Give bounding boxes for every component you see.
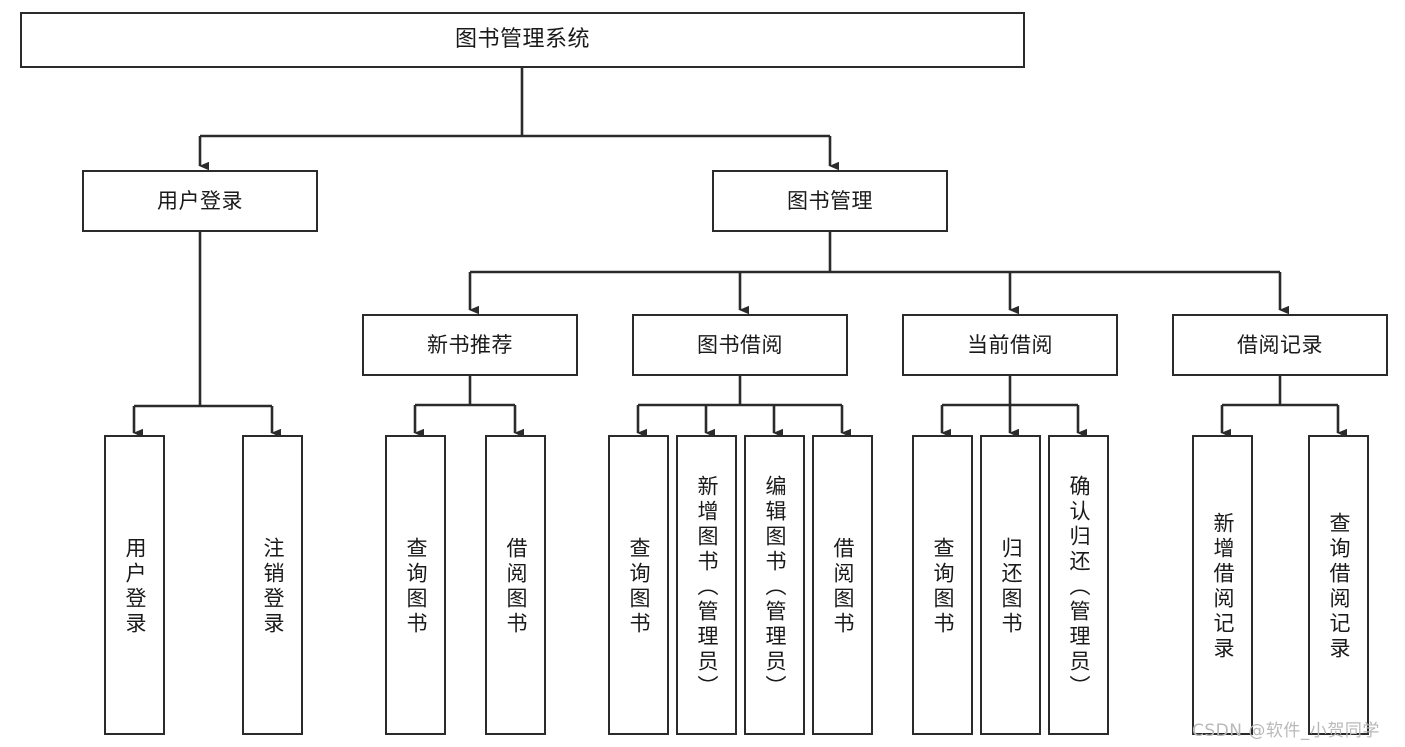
- node-label: 注销登录: [261, 537, 285, 637]
- node-label: 当前借阅: [967, 332, 1053, 357]
- node-label: 新书推荐: [427, 332, 513, 357]
- node-label: 查询图书: [404, 537, 428, 637]
- leaf-user-login-login[interactable]: 用户登录: [104, 435, 165, 735]
- leaf-borrow-record-add-record[interactable]: 新增借阅记录: [1192, 435, 1253, 735]
- node-label: 用户登录: [157, 188, 243, 213]
- node-user-login[interactable]: 用户登录: [82, 170, 318, 232]
- node-root-book-management-system[interactable]: 图书管理系统: [20, 12, 1025, 68]
- node-label: 新增借阅记录: [1211, 512, 1235, 662]
- node-label: 借阅图书: [504, 537, 528, 637]
- leaf-book-borrow-edit-book-admin[interactable]: 编辑图书（管理员）: [744, 435, 805, 735]
- leaf-current-borrow-return-book[interactable]: 归还图书: [980, 435, 1041, 735]
- node-label: 借阅记录: [1237, 332, 1323, 357]
- node-label: 查询借阅记录: [1327, 512, 1351, 662]
- node-book-borrow[interactable]: 图书借阅: [632, 314, 848, 376]
- csdn-watermark: CSDN @软件_小贺同学: [1192, 721, 1380, 741]
- node-label: 图书管理: [787, 188, 873, 213]
- node-label: 编辑图书（管理员）: [763, 474, 787, 700]
- node-label: 借阅图书: [831, 537, 855, 637]
- node-label: 图书借阅: [697, 332, 783, 357]
- node-label: 用户登录: [123, 537, 147, 637]
- node-label: 图书管理系统: [454, 27, 590, 53]
- node-new-book-recommend[interactable]: 新书推荐: [362, 314, 578, 376]
- node-label: 查询图书: [931, 537, 955, 637]
- leaf-user-login-logout[interactable]: 注销登录: [242, 435, 303, 735]
- node-borrow-record[interactable]: 借阅记录: [1172, 314, 1388, 376]
- leaf-borrow-record-query-record[interactable]: 查询借阅记录: [1308, 435, 1369, 735]
- leaf-book-borrow-query-book[interactable]: 查询图书: [608, 435, 669, 735]
- leaf-current-borrow-confirm-return-admin[interactable]: 确认归还（管理员）: [1048, 435, 1109, 735]
- node-current-borrow[interactable]: 当前借阅: [902, 314, 1118, 376]
- leaf-current-borrow-query-book[interactable]: 查询图书: [912, 435, 973, 735]
- leaf-new-book-borrow-book[interactable]: 借阅图书: [485, 435, 546, 735]
- leaf-new-book-query-book[interactable]: 查询图书: [385, 435, 446, 735]
- leaf-book-borrow-borrow-book[interactable]: 借阅图书: [812, 435, 873, 735]
- node-label: 新增图书（管理员）: [695, 474, 719, 700]
- node-book-management[interactable]: 图书管理: [712, 170, 948, 232]
- node-label: 归还图书: [999, 537, 1023, 637]
- node-label: 查询图书: [627, 537, 651, 637]
- node-label: 确认归还（管理员）: [1067, 474, 1091, 700]
- leaf-book-borrow-add-book-admin[interactable]: 新增图书（管理员）: [676, 435, 737, 735]
